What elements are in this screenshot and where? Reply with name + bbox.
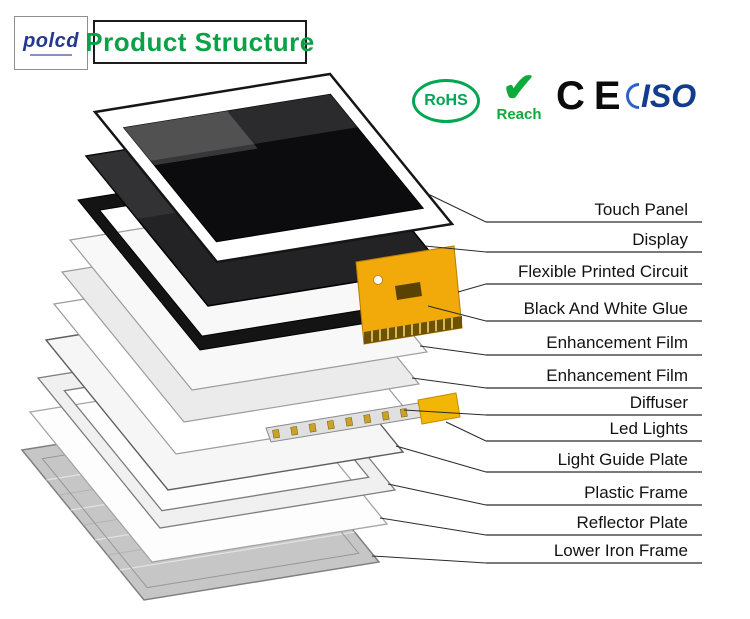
page-title-box: Product Structure	[85, 20, 314, 64]
leader-line	[445, 421, 487, 442]
leader-line	[427, 305, 487, 322]
label-led-lights: Led Lights	[610, 419, 688, 438]
leader-line	[379, 517, 487, 536]
leader-line	[403, 409, 487, 416]
rohs-badge: RoHS	[412, 79, 480, 123]
leader-line	[419, 345, 487, 356]
leader-line	[387, 483, 487, 506]
glass-gloss-corner	[123, 111, 258, 166]
fpc-alignment-hole	[373, 275, 383, 285]
iso-badge: ISO	[626, 78, 696, 114]
iso-label: ISO	[641, 78, 697, 114]
iso-swirl-icon	[626, 83, 639, 109]
label-black-and-white-glue: Black And White Glue	[524, 299, 688, 318]
label-light-guide-plate: Light Guide Plate	[558, 450, 688, 469]
glass-gloss-band	[123, 94, 358, 161]
layer-labels: Touch Panel Display Flexible Printed Cir…	[518, 200, 689, 560]
fpc-ic-chip	[395, 282, 422, 300]
layer-touch-panel	[92, 72, 455, 264]
touch-panel-glass	[122, 93, 425, 243]
layer-led-lights	[265, 392, 461, 443]
label-underlines	[486, 221, 702, 564]
leader-line	[424, 245, 487, 253]
led-flex-tail	[417, 392, 461, 425]
brand-logo-text: polcd	[23, 29, 79, 52]
leader-line	[411, 377, 487, 389]
label-touch-panel: Touch Panel	[594, 200, 688, 219]
brand-logo: polcd	[14, 16, 88, 70]
logo-underline	[30, 53, 72, 56]
reach-badge: ✔ Reach	[490, 68, 548, 123]
label-reflector-plate: Reflector Plate	[577, 513, 689, 532]
label-plastic-frame: Plastic Frame	[584, 483, 688, 502]
led-chips	[272, 408, 408, 439]
check-icon: ✔	[502, 66, 536, 110]
leader-line	[427, 193, 487, 223]
ce-mark: CE	[556, 74, 630, 118]
leader-line	[371, 555, 487, 564]
leader-line	[457, 283, 487, 293]
label-flexible-printed-circuit: Flexible Printed Circuit	[518, 262, 688, 281]
layer-flexible-printed-circuit	[355, 245, 463, 345]
label-enhancement-film-2: Enhancement Film	[546, 366, 688, 385]
page-title: Product Structure	[85, 26, 315, 57]
rohs-label: RoHS	[424, 92, 468, 109]
label-lower-iron-frame: Lower Iron Frame	[554, 541, 688, 560]
label-enhancement-film-1: Enhancement Film	[546, 333, 688, 352]
leader-lines	[371, 193, 487, 564]
fpc-connector-pins	[371, 317, 453, 342]
label-diffuser: Diffuser	[630, 393, 689, 412]
label-display: Display	[632, 230, 688, 249]
leader-line	[395, 445, 487, 473]
reach-label: Reach	[496, 106, 542, 123]
